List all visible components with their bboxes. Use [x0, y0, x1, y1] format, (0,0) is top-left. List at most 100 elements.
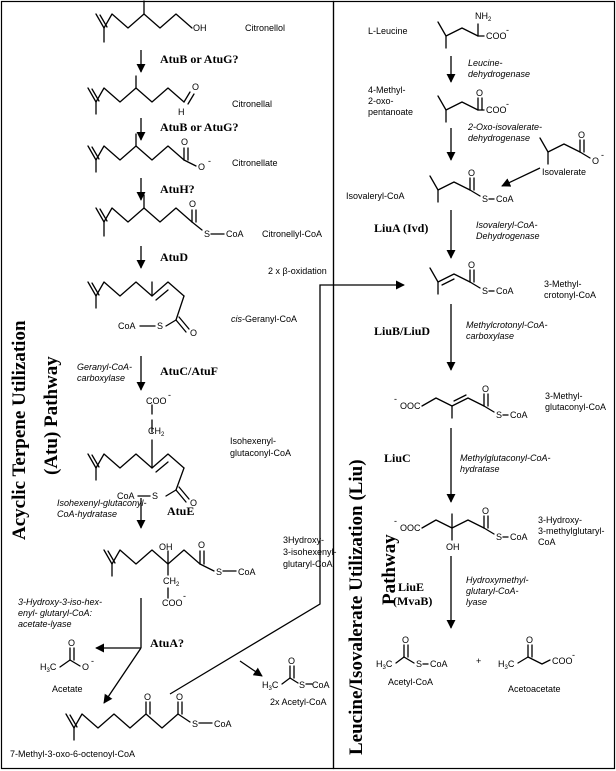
- thioester-s-label: S: [204, 229, 210, 239]
- ivd-line2: Dehydrogenase: [476, 231, 540, 241]
- mcc-line1: Methylcrotonyl-CoA-: [466, 320, 548, 330]
- isohexenyl-glutaconyl-coa-structure: CH2 COO - O S CoA: [87, 390, 197, 508]
- acetyl-h3c-label: H3C: [262, 680, 279, 692]
- liue-enzyme-line1: LiuE: [398, 580, 424, 594]
- geranyl-coa-structure: O S CoA: [87, 281, 197, 338]
- geranyl-s-label: S: [157, 321, 163, 331]
- hmgl-line1: Hydroxymethyl-: [466, 575, 529, 585]
- isovaleryl-coa-atom: CoA: [496, 194, 514, 204]
- acetoacetate-structure: H3C O COO -: [498, 635, 575, 671]
- oxo-dh-line2: dehydrogenase: [468, 133, 530, 143]
- hmg-ooc-label: OOC: [400, 523, 421, 533]
- beta-oxidation-connector: [169, 280, 405, 695]
- hydroxy-line2: 3-isohexenyl-: [283, 547, 337, 557]
- isovaleryl-o-label: O: [468, 168, 475, 178]
- acetyl-coa-structure: H3C O S CoA: [376, 635, 448, 671]
- octenoyl-coa-atom: CoA: [214, 719, 232, 729]
- glutaconyl-coo-charge: -: [168, 390, 171, 400]
- glutaconyl-coo-label: COO: [146, 396, 167, 406]
- acetate-ominus-label: O: [82, 662, 89, 672]
- hydroxy-oh-label: OH: [159, 542, 173, 552]
- methylcrotonyl-o-label: O: [468, 260, 475, 270]
- leu-dh-line2: dehydrogenase: [468, 69, 530, 79]
- acetyl-coa-atom: CoA: [312, 680, 330, 690]
- hydratase-line1: Isohexenyl-glutaconyl-: [57, 498, 147, 508]
- methylglutaconyl-s-label: S: [496, 410, 502, 420]
- citronellyl-coa-label: Citronellyl-CoA: [262, 229, 322, 239]
- glutaryl-coa-atom: CoA: [238, 567, 256, 577]
- acetate-o-label: O: [68, 638, 75, 648]
- methylglutaconyl-charge: -: [394, 394, 397, 404]
- step7-enzyme: AtuA?: [150, 636, 184, 650]
- methyl-oxo-octenoyl-coa-structure: O O S CoA: [65, 692, 232, 741]
- methylcrotonyl-line1: 3-Methyl-: [544, 279, 582, 289]
- leucine-nh2-label: NH2: [475, 11, 492, 23]
- isohexenyl-line1: Isohexenyl-: [230, 436, 276, 446]
- mcc-line2: carboxylase: [466, 331, 514, 341]
- oxo-o-label: O: [144, 692, 151, 702]
- step7-main-arrow: [103, 647, 142, 704]
- oxo-line2: 2-oxo-: [368, 96, 394, 106]
- liue-enzyme-line2: (MvaB): [393, 594, 432, 608]
- methylglutaconyl-o-label: O: [482, 384, 489, 394]
- methylcrotonyl-coa-structure: O S CoA: [429, 260, 514, 296]
- hydroxy-line1: 3Hydroxy-: [283, 535, 324, 545]
- isovaleryl-coa-structure: O S CoA: [429, 168, 514, 204]
- citronellate-label: Citronellate: [232, 158, 278, 168]
- methylcrotonyl-s-label: S: [482, 286, 488, 296]
- oxo-pentanoate-coo-label: COO: [486, 105, 507, 115]
- hmg-s-label: S: [496, 532, 502, 542]
- liu-title-line1: Leucine/Isovalerate Utilization (Liu): [346, 459, 367, 755]
- isovalerate-o-label: O: [578, 130, 585, 140]
- methylglutaconyl-coa-structure: - OOC O S CoA: [394, 384, 528, 420]
- ch2-label: CH2: [148, 426, 165, 438]
- methylglutaconyl-coa-atom: CoA: [510, 410, 528, 420]
- acetyl-o-label: O: [288, 656, 295, 666]
- geranyl-coa-name: -Geranyl-CoA: [242, 314, 297, 324]
- hmgl-line3: lyase: [466, 597, 487, 607]
- hmg-line2: 3-methylglutaryl-: [538, 526, 605, 536]
- acetate-structure: H3C O O -: [40, 638, 94, 674]
- citronellate-structure: O O -: [87, 133, 211, 173]
- oxo-pentanoate-o-label: O: [476, 88, 483, 98]
- liu-title-line2: Pathway: [379, 534, 400, 605]
- methyl-oxo-octenoyl-label: 7-Methyl-3-oxo-6-octenoyl-CoA: [10, 749, 135, 759]
- liu-pathway-title: Leucine/Isovalerate Utilization (Liu) Pa…: [346, 459, 400, 755]
- hmg-line1: 3-Hydroxy-: [538, 515, 582, 525]
- atu-title-line2: (Atu) Pathway: [41, 356, 62, 475]
- citronellal-label: Citronellal: [232, 99, 272, 109]
- isovaleryl-s-label: S: [482, 194, 488, 204]
- geranyl-coa-atom: CoA: [118, 321, 136, 331]
- hmg-line3: CoA: [538, 537, 556, 547]
- glutaconyl-o-label: O: [190, 498, 197, 508]
- octenoyl-s-label: S: [192, 719, 198, 729]
- aldehyde-h-label: H: [178, 107, 185, 117]
- carboxylase-line1: Geranyl-CoA-: [77, 362, 132, 372]
- liub-enzyme: LiuB/LiuD: [374, 324, 430, 338]
- acetyl-s-label: S: [299, 680, 305, 690]
- acetate-charge: -: [91, 656, 94, 666]
- carboxylase-line2: carboxylase: [77, 373, 125, 383]
- oxo-line3: pentanoate: [368, 107, 413, 117]
- isovalerate-structure: O O -: [539, 130, 604, 166]
- step1-enzyme: AtuB or AtuG?: [160, 52, 238, 66]
- lyase-line3: acetate-lyase: [18, 619, 72, 629]
- glutaconyl-coa-atom: CoA: [117, 491, 135, 501]
- beta-oxidation-label: 2 x β-oxidation: [268, 266, 327, 276]
- right-panel-frame: [332, 0, 616, 770]
- acetoacetate-label: Acetoacetate: [508, 684, 561, 694]
- oxo-line1: 4-Methyl-: [368, 85, 406, 95]
- step4-enzyme: AtuD: [160, 250, 188, 264]
- atu-pathway-title: Acyclic Terpene Utilization (Atu) Pathwa…: [9, 320, 62, 540]
- l-leucine-label: L-Leucine: [368, 26, 408, 36]
- atu-title-line1: Acyclic Terpene Utilization: [9, 320, 30, 540]
- hydroxy-line3: glutaryl-CoA: [283, 559, 333, 569]
- leucine-structure: NH2 COO -: [437, 11, 509, 49]
- leucine-charge: -: [506, 25, 509, 35]
- oxo-dh-line1: 2-Oxo-isovalerate-: [467, 122, 542, 132]
- methylglutaconyl-line2: glutaconyl-CoA: [545, 402, 606, 412]
- octenoyl-o-label: O: [176, 692, 183, 702]
- acetoacetate-h3c-label: H3C: [498, 659, 515, 671]
- citronellyl-coa-structure: O S CoA: [95, 194, 244, 239]
- methylglutaconyl-line1: 3-Methyl-: [545, 391, 583, 401]
